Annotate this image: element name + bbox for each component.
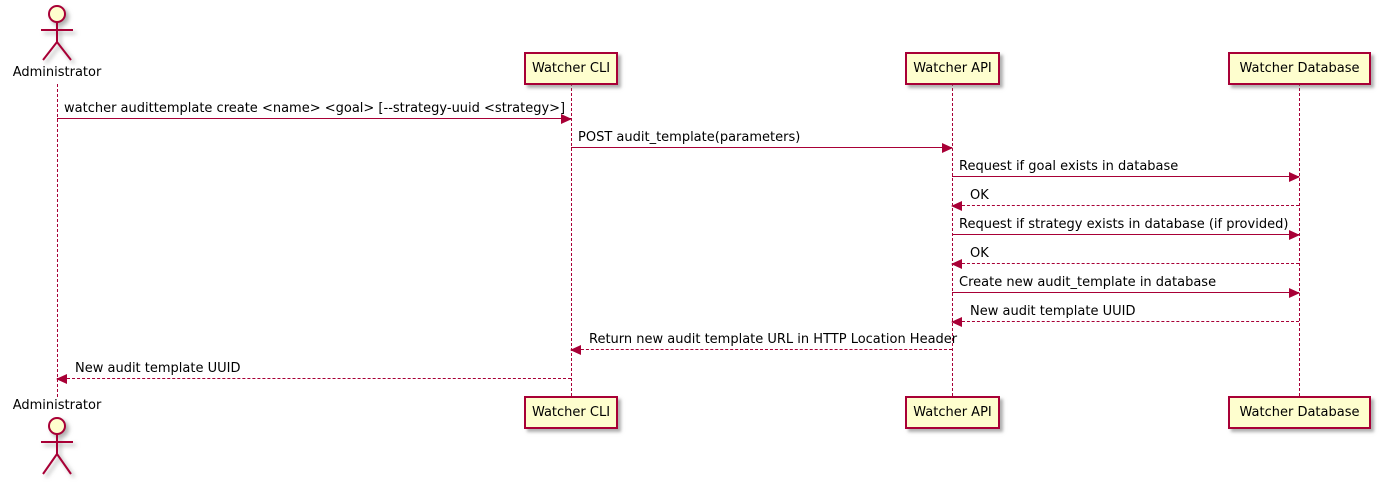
- message-arrow: [571, 143, 953, 153]
- arrowhead-right-icon: [942, 143, 953, 153]
- message-label: watcher audittemplate create <name> <goa…: [64, 101, 566, 116]
- message-arrow: [951, 259, 1299, 269]
- actor-label-top: Administrator: [12, 65, 102, 80]
- arrowhead-right-icon: [1289, 288, 1300, 298]
- participant-watcher-database-bottom: Watcher Database: [1228, 396, 1371, 429]
- message-3: Request if goal exists in database: [952, 159, 1300, 182]
- arrowhead-right-icon: [1289, 172, 1300, 182]
- message-9: Return new audit template URL in HTTP Lo…: [570, 332, 958, 355]
- arrowhead-right-icon: [561, 114, 572, 124]
- participant-watcher-api-bottom: Watcher API: [905, 396, 1000, 429]
- participant-label: Watcher API: [913, 405, 992, 420]
- message-label: Request if strategy exists in database (…: [959, 217, 1289, 232]
- participant-watcher-database-top: Watcher Database: [1228, 52, 1371, 85]
- message-label: OK: [970, 188, 989, 203]
- participant-label: Watcher CLI: [531, 405, 611, 420]
- message-arrow: [952, 288, 1300, 298]
- participant-label: Watcher Database: [1239, 405, 1360, 420]
- actor-icon: [41, 417, 73, 475]
- message-7: Create new audit_template in database: [952, 275, 1300, 298]
- actor-label-bottom: Administrator: [12, 398, 102, 413]
- message-label: OK: [970, 246, 989, 261]
- message-8: New audit template UUID: [951, 304, 1299, 327]
- participant-label: Watcher CLI: [531, 61, 611, 76]
- participant-watcher-cli-top: Watcher CLI: [524, 52, 618, 85]
- arrowhead-left-icon: [951, 317, 962, 327]
- message-1: watcher audittemplate create <name> <goa…: [57, 101, 572, 124]
- message-arrow: [952, 230, 1300, 240]
- message-arrow: [570, 345, 952, 355]
- message-10: New audit template UUID: [56, 361, 571, 384]
- message-label: POST audit_template(parameters): [578, 130, 801, 145]
- message-arrow: [951, 201, 1299, 211]
- lifeline-watcher-api: [952, 83, 953, 396]
- arrowhead-right-icon: [1289, 230, 1300, 240]
- lifeline-watcher-cli: [571, 83, 572, 396]
- message-arrow: [56, 374, 571, 384]
- message-arrow: [951, 317, 1299, 327]
- message-label: Create new audit_template in database: [959, 275, 1217, 290]
- message-label: New audit template UUID: [75, 361, 241, 376]
- lifeline-administrator: [57, 84, 58, 397]
- message-6: OK: [951, 246, 1299, 269]
- message-4: OK: [951, 188, 1299, 211]
- message-arrow: [57, 114, 572, 124]
- message-arrow: [952, 172, 1300, 182]
- message-5: Request if strategy exists in database (…: [952, 217, 1300, 240]
- arrowhead-left-icon: [56, 374, 67, 384]
- participant-label: Watcher API: [913, 61, 992, 76]
- message-label: Request if goal exists in database: [959, 159, 1179, 174]
- participant-watcher-api-top: Watcher API: [905, 52, 1000, 85]
- participant-watcher-cli-bottom: Watcher CLI: [524, 396, 618, 429]
- message-label: Return new audit template URL in HTTP Lo…: [589, 332, 958, 347]
- arrowhead-left-icon: [570, 345, 581, 355]
- message-2: POST audit_template(parameters): [571, 130, 953, 153]
- arrowhead-left-icon: [951, 201, 962, 211]
- actor-icon: [41, 5, 73, 61]
- participant-label: Watcher Database: [1239, 61, 1360, 76]
- arrowhead-left-icon: [951, 259, 962, 269]
- message-label: New audit template UUID: [970, 304, 1136, 319]
